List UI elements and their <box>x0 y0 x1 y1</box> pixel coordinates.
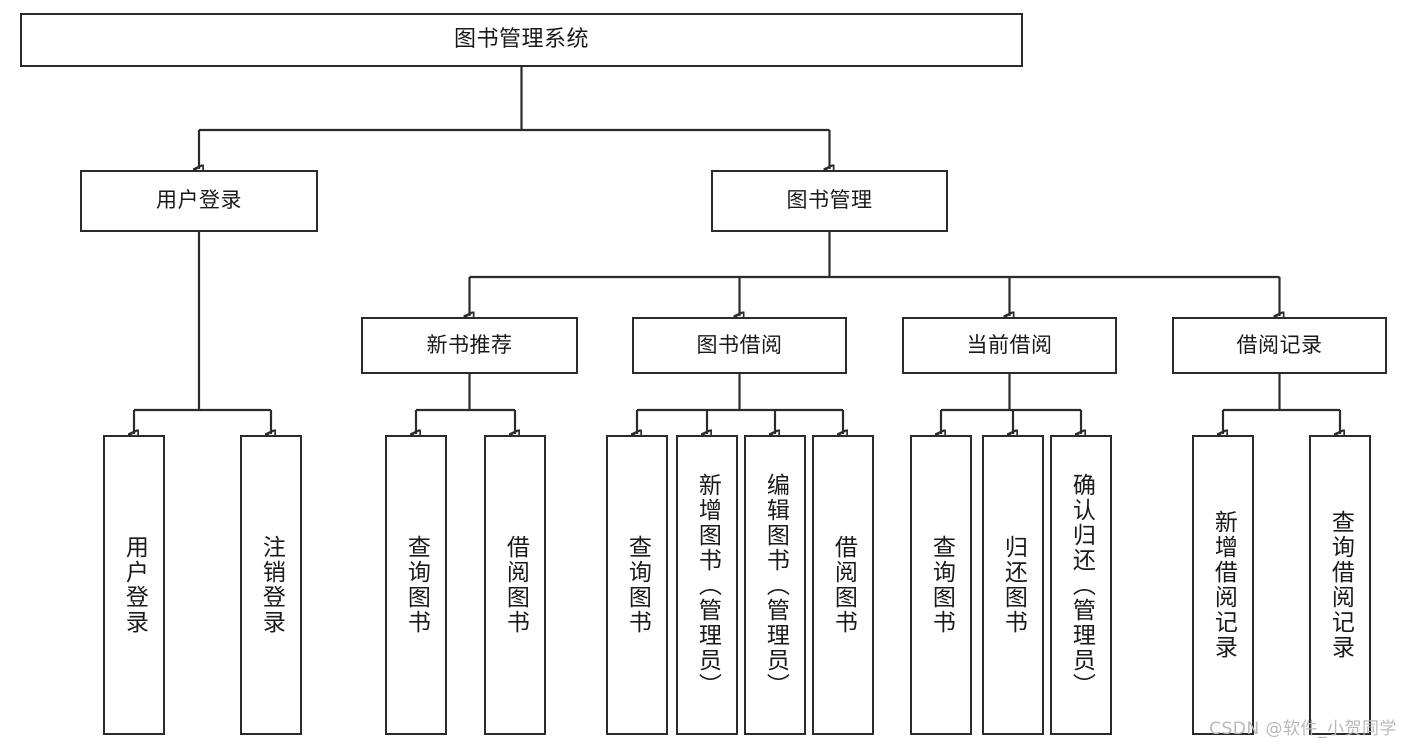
node-label: 归还图书 <box>1000 535 1027 635</box>
node-leaf-login-1[interactable]: 用户登录 <box>103 435 165 735</box>
node-leaf-new-2[interactable]: 借阅图书 <box>484 435 546 735</box>
node-label: 图书管理系统 <box>453 26 589 52</box>
node-label: 用户登录 <box>156 188 242 213</box>
node-label: 借阅图书 <box>830 535 857 635</box>
node-bookmgmt[interactable]: 图书管理 <box>711 170 948 232</box>
node-label: 查询图书 <box>928 535 955 635</box>
node-current[interactable]: 当前借阅 <box>902 317 1117 374</box>
node-leaf-cur-1[interactable]: 查询图书 <box>910 435 972 735</box>
node-label: 注销登录 <box>258 535 285 635</box>
node-label: 查询借阅记录 <box>1327 510 1354 660</box>
node-leaf-bor-4[interactable]: 借阅图书 <box>812 435 874 735</box>
node-leaf-bor-1[interactable]: 查询图书 <box>606 435 668 735</box>
node-borrow[interactable]: 图书借阅 <box>632 317 847 374</box>
node-leaf-login-2[interactable]: 注销登录 <box>240 435 302 735</box>
node-records[interactable]: 借阅记录 <box>1172 317 1387 374</box>
node-label: 新增图书（管理员） <box>694 472 721 698</box>
node-label: 新书推荐 <box>426 332 513 357</box>
node-label: 图书管理 <box>786 188 873 213</box>
node-label: 查询图书 <box>403 535 430 635</box>
watermark-label: CSDN @软件_小贺同学 <box>1209 719 1397 739</box>
node-label: 新增借阅记录 <box>1210 510 1237 660</box>
node-label: 当前借阅 <box>966 332 1053 357</box>
node-label: 编辑图书（管理员） <box>762 472 789 698</box>
node-login[interactable]: 用户登录 <box>80 170 318 232</box>
node-leaf-bor-2[interactable]: 新增图书（管理员） <box>676 435 738 735</box>
node-leaf-bor-3[interactable]: 编辑图书（管理员） <box>744 435 806 735</box>
node-leaf-rec-2[interactable]: 查询借阅记录 <box>1309 435 1371 735</box>
node-leaf-rec-1[interactable]: 新增借阅记录 <box>1192 435 1254 735</box>
node-label: 借阅记录 <box>1236 332 1323 357</box>
node-label: 图书借阅 <box>696 332 783 357</box>
node-leaf-cur-2[interactable]: 归还图书 <box>982 435 1044 735</box>
node-leaf-new-1[interactable]: 查询图书 <box>385 435 447 735</box>
node-label: 用户登录 <box>121 535 148 635</box>
node-leaf-cur-3[interactable]: 确认归还（管理员） <box>1050 435 1112 735</box>
node-label: 借阅图书 <box>502 535 529 635</box>
node-root[interactable]: 图书管理系统 <box>20 13 1023 67</box>
node-label: 确认归还（管理员） <box>1068 472 1095 698</box>
node-newbook[interactable]: 新书推荐 <box>361 317 578 374</box>
node-label: 查询图书 <box>624 535 651 635</box>
